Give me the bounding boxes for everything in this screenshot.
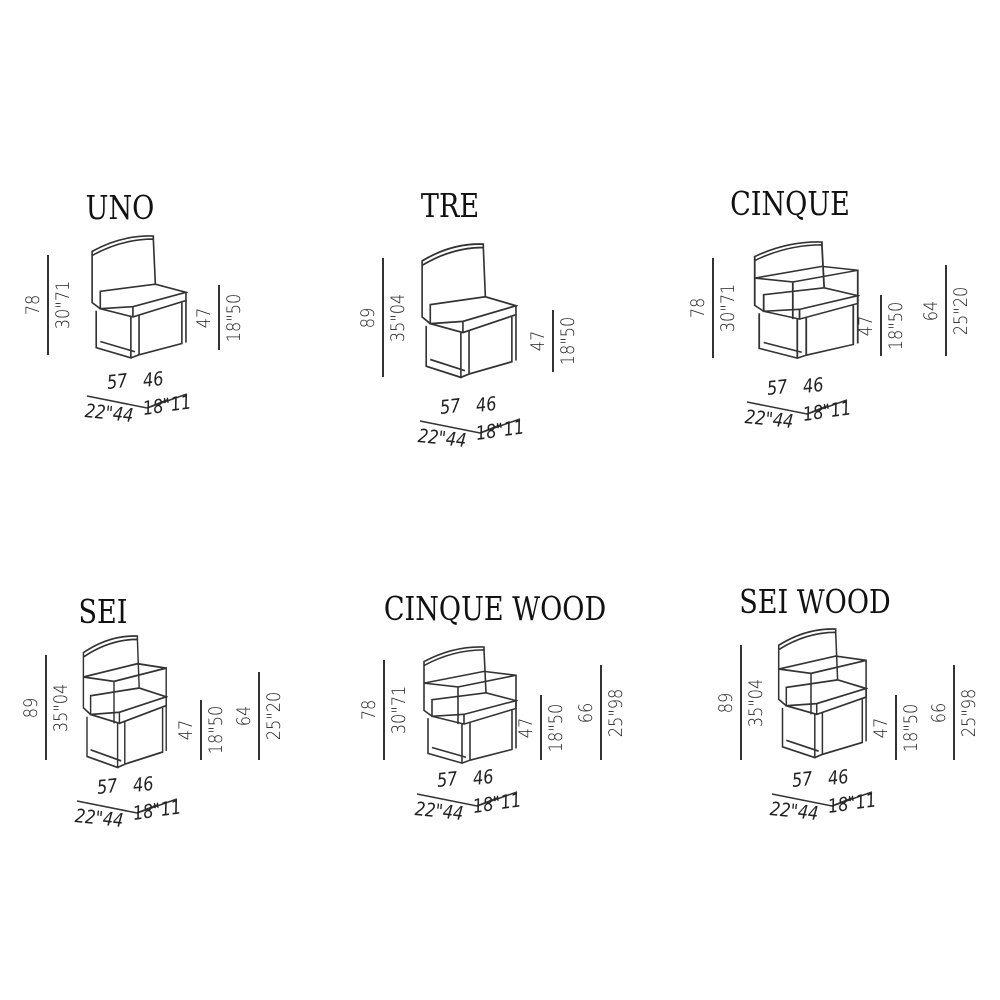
chair-tre-width-in: 22"44: [416, 425, 468, 453]
chair-tre-height-cm: 89: [357, 307, 379, 328]
chair-sei-wood-height-in: 35"04: [745, 678, 767, 727]
chair-cinque-wood-footprint-lines: [415, 791, 535, 812]
chair-tre-seat-height-line: [552, 310, 554, 372]
chair-cinque-title: CINQUE: [730, 184, 850, 223]
chair-sei-wood-height-line: [740, 645, 742, 760]
chair-cinque-height-in: 30"71: [717, 283, 739, 333]
chair-sei-depth-cm: 46: [131, 772, 155, 797]
chair-sei-wood-height-cm: 89: [715, 692, 737, 713]
chair-cinque-arm-height-in: 25"20: [950, 286, 972, 335]
chair-uno-drawing: [86, 235, 190, 363]
chair-sei-wood-arm-height-in: 25"98: [958, 688, 980, 737]
chair-sei-arm-height-line: [258, 672, 260, 760]
chair-cinque-seat-height-line: [880, 295, 882, 356]
chair-cinque-wood-arm-height-cm: 66: [575, 702, 597, 723]
chair-cinque-wood-height-in: 30"71: [388, 685, 410, 735]
chair-sei-wood-seat-height-cm: 47: [870, 717, 892, 738]
chair-cinque-wood-height-line: [383, 660, 385, 760]
chair-uno-seat-height-in: 18"50: [223, 293, 245, 342]
chair-sei-seat-height-line: [200, 700, 202, 760]
chair-sei-height-cm: 89: [20, 697, 42, 718]
chair-cinque-height-line: [712, 258, 714, 358]
chair-uno-seat-height-line: [218, 285, 220, 350]
chair-tre-width-cm: 57: [438, 394, 462, 419]
chair-cinque-depth-cm: 46: [801, 373, 825, 398]
chair-sei-wood-seat-height-line: [895, 695, 897, 760]
chair-tre-seat-height-cm: 47: [527, 330, 549, 352]
chair-uno-depth-cm: 46: [141, 367, 165, 392]
chair-sei-title: SEI: [78, 592, 128, 631]
chair-cinque-wood-seat-height-cm: 47: [515, 717, 537, 738]
chair-tre-height-in: 35"04: [387, 293, 409, 342]
chair-uno-width-cm: 57: [105, 369, 129, 394]
chair-cinque-seat-height-cm: 47: [855, 315, 877, 336]
chair-sei-width-in: 22"44: [73, 805, 125, 833]
chair-cinque-height-cm: 78: [687, 297, 709, 319]
chair-cinque-width-in: 22"44: [743, 406, 795, 434]
chair-tre-drawing: [416, 243, 520, 383]
chair-uno-footprint-lines: [85, 393, 205, 414]
chair-cinque-footprint-lines: [745, 399, 865, 420]
chair-sei-wood-title: SEI WOOD: [739, 582, 891, 621]
chair-tre-depth-cm: 46: [474, 392, 498, 417]
chair-sei-arm-height-cm: 64: [233, 705, 255, 727]
chair-cinque-wood-seat-height-line: [540, 695, 542, 760]
chair-uno-height-cm: 78: [22, 294, 44, 316]
chair-cinque-wood-arm-height-in: 25"98: [605, 688, 627, 737]
chair-uno-height-line: [47, 255, 49, 355]
chair-cinque-width-cm: 57: [765, 375, 789, 400]
chair-tre-title: TRE: [420, 186, 480, 225]
chair-sei-wood-arm-height-line: [953, 665, 955, 760]
chair-sei-wood-depth-cm: 46: [826, 765, 850, 790]
chair-sei-width-cm: 57: [95, 774, 119, 799]
chair-sei-seat-height-in: 18"50: [205, 705, 227, 755]
chair-cinque-wood-drawing: [418, 646, 520, 768]
chair-cinque-wood-title: CINQUE WOOD: [383, 589, 607, 628]
chair-sei-drawing: [78, 635, 169, 773]
chair-cinque-drawing: [748, 241, 862, 363]
chair-uno-seat-height-cm: 47: [193, 307, 215, 328]
chair-uno-title: UNO: [85, 188, 155, 227]
chair-sei-wood-seat-height-in: 18"50: [900, 703, 922, 752]
chair-cinque-wood-seat-height-in: 18"50: [545, 703, 567, 752]
chair-cinque-wood-width-cm: 57: [435, 767, 459, 792]
chair-sei-height-line: [45, 655, 47, 760]
chair-cinque-wood-arm-height-line: [600, 665, 602, 760]
chair-cinque-seat-height-in: 18"50: [885, 301, 907, 350]
chair-tre-height-line: [382, 258, 384, 377]
chair-sei-wood-footprint-lines: [770, 791, 890, 812]
chair-sei-wood-width-cm: 57: [790, 767, 814, 792]
chair-tre-footprint-lines: [418, 418, 538, 439]
chair-cinque-wood-width-in: 22"44: [413, 798, 465, 826]
chair-cinque-arm-height-line: [945, 265, 947, 356]
chair-cinque-wood-height-cm: 78: [358, 699, 380, 721]
chair-sei-wood-arm-height-cm: 66: [928, 702, 950, 723]
chair-tre-seat-height-in: 18"50: [557, 316, 579, 366]
chair-sei-height-in: 35"04: [50, 683, 72, 732]
chair-sei-footprint-lines: [75, 798, 195, 819]
chair-uno-height-in: 30"71: [52, 280, 74, 330]
chair-sei-arm-height-in: 25"20: [263, 691, 285, 741]
chair-sei-wood-drawing: [773, 628, 870, 763]
chair-uno-width-in: 22"44: [83, 400, 135, 428]
chair-cinque-arm-height-cm: 64: [920, 300, 942, 321]
chair-cinque-wood-depth-cm: 46: [471, 765, 495, 790]
chair-sei-wood-width-in: 22"44: [768, 798, 820, 826]
chair-sei-seat-height-cm: 47: [175, 719, 197, 741]
